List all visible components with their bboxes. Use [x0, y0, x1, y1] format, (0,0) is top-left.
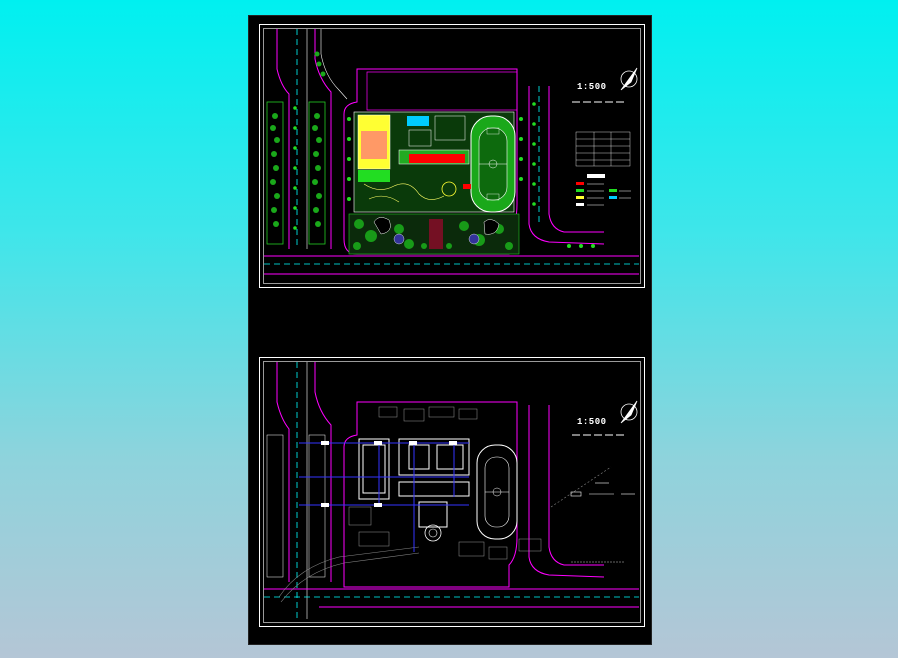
cad-drawing-sheet: 1:500	[248, 15, 652, 645]
tree-strip	[266, 101, 284, 245]
layout-site-plan: 1:500	[259, 357, 645, 627]
road-edge	[276, 29, 290, 249]
inner-frame	[263, 28, 641, 284]
technical-table	[575, 131, 631, 167]
road-edge	[320, 29, 348, 100]
landscape-plan-graphic	[259, 24, 645, 288]
road-edge	[548, 86, 604, 233]
scale-label: 1:500	[577, 82, 607, 92]
tree-strip	[308, 101, 326, 245]
legend	[570, 482, 635, 497]
dimension-lines	[299, 442, 469, 552]
outer-frame	[259, 24, 645, 288]
small-tree-dots	[293, 106, 297, 230]
green-field	[358, 170, 390, 182]
existing-buildings	[348, 406, 542, 560]
garden-paths	[363, 183, 445, 203]
court-orange	[361, 131, 387, 159]
dimension-tags	[321, 441, 457, 507]
north-arrow-icon	[620, 67, 638, 91]
legend	[576, 174, 631, 206]
main-building	[409, 154, 465, 163]
north-plot	[366, 71, 518, 111]
running-track	[476, 444, 518, 540]
road-edge	[314, 29, 332, 249]
pool	[407, 116, 429, 126]
road-edge	[528, 86, 605, 245]
north-arrow-icon	[620, 400, 638, 424]
inner-frame	[263, 361, 641, 623]
layout-plan-graphic	[259, 357, 645, 627]
school-buildings	[358, 438, 470, 528]
landscape-site-plan: 1:500	[259, 24, 645, 288]
tree-canopies	[270, 51, 326, 227]
outer-frame	[259, 357, 645, 627]
scale-label: 1:500	[577, 417, 607, 427]
garden-trees	[353, 219, 513, 250]
